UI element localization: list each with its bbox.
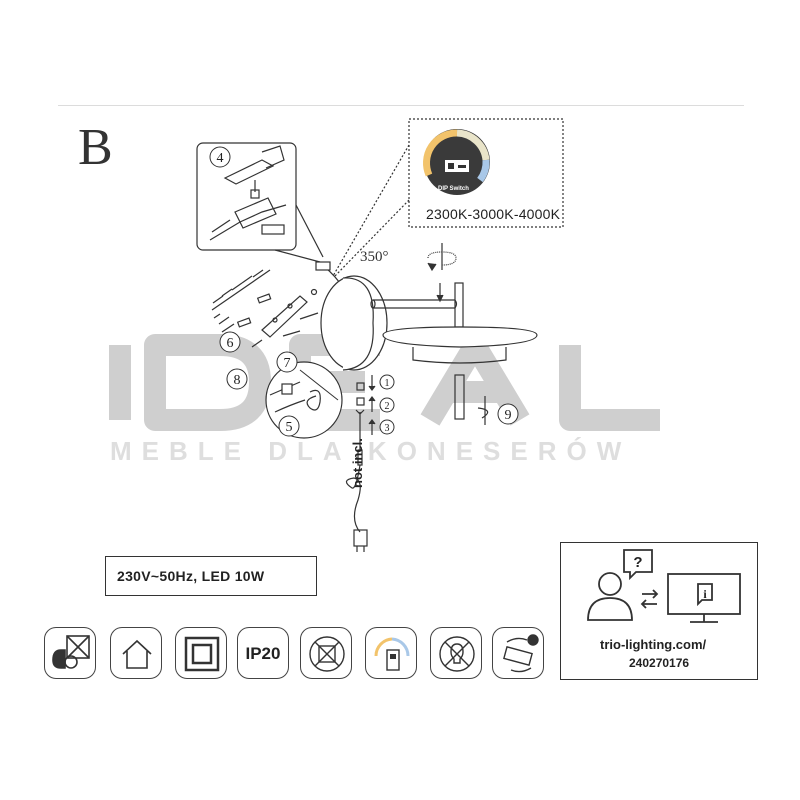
- step-5-label: 5: [286, 420, 293, 435]
- dip-callout-box: [408, 118, 564, 228]
- ip-rating-label: IP20: [245, 644, 281, 663]
- inline-switch: [357, 420, 363, 466]
- watermark-subtitle: MEBLE DLA KONESERÓW: [110, 436, 632, 466]
- protection-class-2-icon: [175, 627, 227, 679]
- step-1-label: 1: [385, 378, 390, 389]
- support-illustration-icon: ? i: [587, 549, 741, 623]
- step-9-label: 9: [505, 408, 512, 423]
- spec-box: 230V~50Hz, LED 10W: [105, 556, 317, 596]
- top-divider: [58, 105, 744, 106]
- inset-4-box: [196, 142, 297, 251]
- website-url: trio-lighting.com/: [600, 637, 707, 652]
- power-plug: [353, 529, 368, 547]
- step-4-label: 4: [217, 151, 224, 166]
- protection-class-1-icon: [44, 627, 96, 679]
- dip-switch-icon: [365, 627, 417, 679]
- wall-surface: [211, 269, 271, 333]
- section-letter: B: [78, 119, 113, 176]
- color-temperature-dial-icon: [423, 129, 490, 195]
- no-dimmer-icon: [300, 627, 352, 679]
- svg-text:?: ?: [633, 554, 642, 571]
- bulb-not-replaceable-icon: [430, 627, 482, 679]
- step-6-label: 6: [227, 336, 234, 351]
- indoor-use-icon: [110, 627, 162, 679]
- step-7-label: 7: [284, 356, 291, 371]
- rotation-label: 350°: [360, 249, 389, 265]
- color-temperature-label: 2300K-3000K-4000K: [426, 206, 561, 222]
- driver-replaceable-icon: [492, 627, 544, 679]
- not-included-label: not incl.: [350, 438, 365, 488]
- spec-label: 230V~50Hz, LED 10W: [117, 568, 265, 584]
- step-8-label: 8: [234, 373, 241, 388]
- website-info-box: [560, 542, 758, 680]
- svg-text:i: i: [703, 587, 707, 601]
- step-3-label: 3: [385, 423, 390, 434]
- step-2-label: 2: [385, 401, 390, 412]
- mounting-bracket: [261, 295, 308, 338]
- dip-switch-caption: DIP Switch: [438, 186, 469, 192]
- lamp-shade: [382, 326, 538, 348]
- ip20-icon: IP20: [237, 627, 289, 679]
- article-number: 240270176: [629, 656, 690, 670]
